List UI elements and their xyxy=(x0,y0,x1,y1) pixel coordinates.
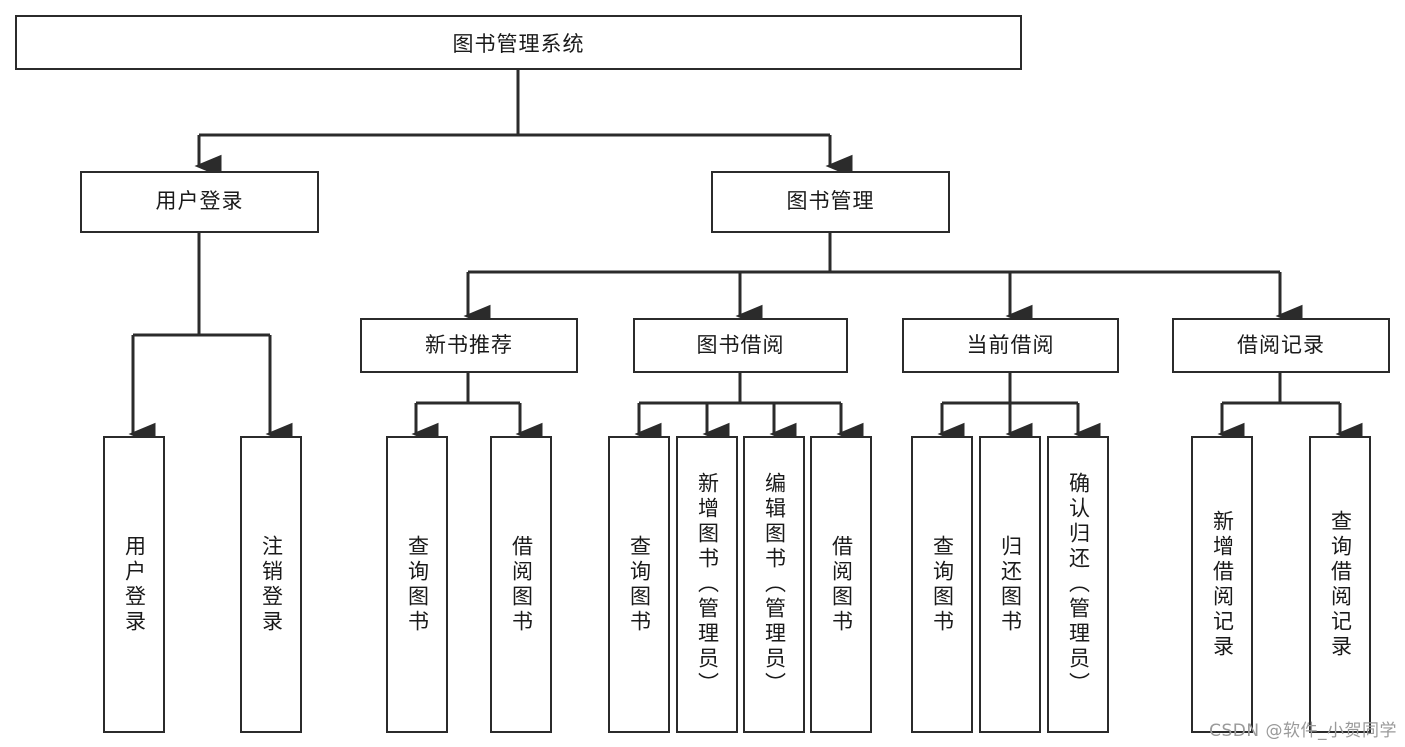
node-label: 图书管理系统 xyxy=(452,31,585,56)
node-label: 用户登录 xyxy=(122,534,147,635)
leaf-new-book-query[interactable]: 查询图书 xyxy=(386,436,448,733)
node-current-borrow[interactable]: 当前借阅 xyxy=(902,318,1119,373)
node-user-login[interactable]: 用户登录 xyxy=(80,171,319,233)
leaf-user-login-login[interactable]: 用户登录 xyxy=(103,436,165,733)
leaf-current-borrow-query[interactable]: 查询图书 xyxy=(911,436,973,733)
node-label: 图书管理 xyxy=(786,189,875,214)
node-label: 编辑图书（管理员） xyxy=(762,472,787,697)
node-label: 借阅记录 xyxy=(1237,332,1325,357)
leaf-book-borrow-add[interactable]: 新增图书（管理员） xyxy=(676,436,738,733)
node-label: 查询图书 xyxy=(930,534,955,635)
node-label: 新增借阅记录 xyxy=(1210,509,1235,660)
leaf-user-login-logout[interactable]: 注销登录 xyxy=(240,436,302,733)
leaf-new-book-borrow[interactable]: 借阅图书 xyxy=(490,436,552,733)
node-label: 借阅图书 xyxy=(509,534,534,635)
node-label: 图书借阅 xyxy=(696,332,785,357)
node-book-management[interactable]: 图书管理 xyxy=(711,171,950,233)
node-label: 归还图书 xyxy=(998,534,1023,635)
node-label: 注销登录 xyxy=(259,534,284,635)
node-label: 用户登录 xyxy=(155,189,244,214)
node-book-borrow[interactable]: 图书借阅 xyxy=(633,318,848,373)
node-label: 当前借阅 xyxy=(966,332,1055,357)
node-label: 借阅图书 xyxy=(829,534,854,635)
leaf-book-borrow-query[interactable]: 查询图书 xyxy=(608,436,670,733)
leaf-current-borrow-confirm-return[interactable]: 确认归还（管理员） xyxy=(1047,436,1109,733)
leaf-borrow-record-query[interactable]: 查询借阅记录 xyxy=(1309,436,1371,733)
node-new-book-recommend[interactable]: 新书推荐 xyxy=(360,318,578,373)
node-root-system[interactable]: 图书管理系统 xyxy=(15,15,1022,70)
leaf-book-borrow-borrow[interactable]: 借阅图书 xyxy=(810,436,872,733)
node-label: 新增图书（管理员） xyxy=(695,472,720,697)
node-label: 查询图书 xyxy=(627,534,652,635)
leaf-borrow-record-add[interactable]: 新增借阅记录 xyxy=(1191,436,1253,733)
node-label: 新书推荐 xyxy=(425,332,513,357)
watermark-text: CSDN @软件_小贺同学 xyxy=(1209,721,1397,741)
node-label: 查询图书 xyxy=(405,534,430,635)
leaf-current-borrow-return[interactable]: 归还图书 xyxy=(979,436,1041,733)
node-borrow-record[interactable]: 借阅记录 xyxy=(1172,318,1390,373)
leaf-book-borrow-edit[interactable]: 编辑图书（管理员） xyxy=(743,436,805,733)
node-label: 查询借阅记录 xyxy=(1328,509,1353,660)
node-label: 确认归还（管理员） xyxy=(1066,472,1091,697)
